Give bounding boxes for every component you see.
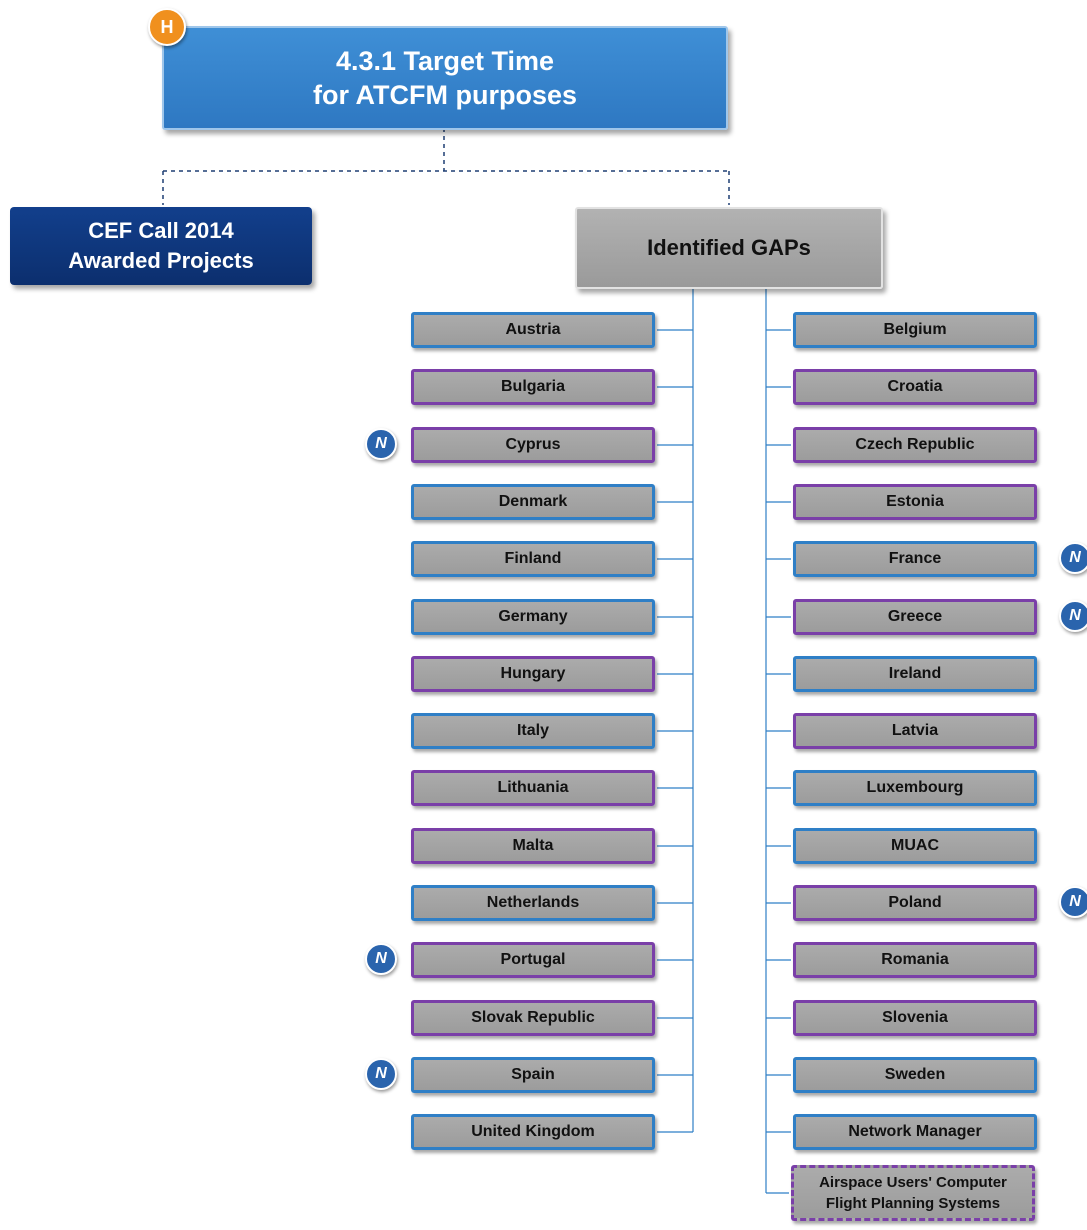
country-node-france[interactable]: France <box>793 541 1037 577</box>
country-label: Germany <box>498 608 568 625</box>
new-badge-icon: N <box>365 1058 397 1090</box>
country-node-united-kingdom[interactable]: United Kingdom <box>411 1114 655 1150</box>
country-label: Portugal <box>500 951 566 968</box>
country-node-latvia[interactable]: Latvia <box>793 713 1037 749</box>
country-node-croatia[interactable]: Croatia <box>793 369 1037 405</box>
country-label: Luxembourg <box>866 779 964 796</box>
country-label: Italy <box>516 722 549 739</box>
country-label: Network Manager <box>848 1123 982 1140</box>
country-node-denmark[interactable]: Denmark <box>411 484 655 520</box>
title-line-1: 4.3.1 Target Time <box>335 46 555 76</box>
page-title-box: 4.3.1 Target Time for ATCFM purposes <box>162 26 728 130</box>
country-node-ireland[interactable]: Ireland <box>793 656 1037 692</box>
cef-line-2: Awarded Projects <box>68 248 254 273</box>
country-node-finland[interactable]: Finland <box>411 541 655 577</box>
country-label: Cyprus <box>505 436 561 453</box>
country-label: Austria <box>505 321 561 338</box>
country-node-slovenia[interactable]: Slovenia <box>793 1000 1037 1036</box>
country-node-lithuania[interactable]: Lithuania <box>411 770 655 806</box>
country-label: Latvia <box>891 722 939 739</box>
country-node-estonia[interactable]: Estonia <box>793 484 1037 520</box>
country-label: Denmark <box>498 493 568 510</box>
country-label: Sweden <box>884 1066 946 1083</box>
country-label: Croatia <box>887 378 943 395</box>
country-node-bulgaria[interactable]: Bulgaria <box>411 369 655 405</box>
country-label: United Kingdom <box>471 1123 595 1140</box>
country-node-hungary[interactable]: Hungary <box>411 656 655 692</box>
new-badge-icon: N <box>1059 542 1087 574</box>
country-node-portugal[interactable]: Portugal <box>411 942 655 978</box>
country-node-slovak-republic[interactable]: Slovak Republic <box>411 1000 655 1036</box>
country-label: Czech Republic <box>855 436 975 453</box>
country-label: MUAC <box>891 837 939 854</box>
country-node-czech-republic[interactable]: Czech Republic <box>793 427 1037 463</box>
country-label: Poland <box>888 894 942 911</box>
country-node-muac[interactable]: MUAC <box>793 828 1037 864</box>
cef-line-1: CEF Call 2014 <box>88 218 234 243</box>
identified-gaps-box[interactable]: Identified GAPs <box>575 207 883 289</box>
country-node-italy[interactable]: Italy <box>411 713 655 749</box>
country-node-network-manager[interactable]: Network Manager <box>793 1114 1037 1150</box>
country-label: Belgium <box>883 321 947 338</box>
gaps-label: Identified GAPs <box>647 235 811 260</box>
country-node-poland[interactable]: Poland <box>793 885 1037 921</box>
country-node-romania[interactable]: Romania <box>793 942 1037 978</box>
country-label: Malta <box>512 837 554 854</box>
cef-projects-box[interactable]: CEF Call 2014 Awarded Projects <box>10 207 312 285</box>
new-badge-icon: N <box>1059 886 1087 918</box>
new-badge-icon: N <box>365 943 397 975</box>
country-node-malta[interactable]: Malta <box>411 828 655 864</box>
country-label: Slovak Republic <box>471 1009 595 1026</box>
country-node-austria[interactable]: Austria <box>411 312 655 348</box>
country-label: Finland <box>504 550 562 567</box>
country-label: Netherlands <box>486 894 580 911</box>
new-badge-icon: N <box>365 428 397 460</box>
title-line-2: for ATCFM purposes <box>313 80 577 110</box>
country-label: Slovenia <box>882 1009 948 1026</box>
country-label: Lithuania <box>497 779 569 796</box>
airspace-users-line-2: Flight Planning Systems <box>825 1195 1001 1212</box>
new-badge-icon: N <box>1059 600 1087 632</box>
highlight-badge-icon: H <box>148 8 186 46</box>
country-node-luxembourg[interactable]: Luxembourg <box>793 770 1037 806</box>
airspace-users-node[interactable]: Airspace Users' Computer Flight Planning… <box>791 1165 1035 1221</box>
country-node-cyprus[interactable]: Cyprus <box>411 427 655 463</box>
country-label: Hungary <box>500 665 566 682</box>
country-label: Bulgaria <box>500 378 565 395</box>
country-label: Ireland <box>888 665 942 682</box>
country-node-belgium[interactable]: Belgium <box>793 312 1037 348</box>
country-label: Romania <box>881 951 949 968</box>
country-label: Estonia <box>886 493 944 510</box>
country-label: Greece <box>887 608 943 625</box>
country-node-spain[interactable]: Spain <box>411 1057 655 1093</box>
country-node-greece[interactable]: Greece <box>793 599 1037 635</box>
country-label: Spain <box>511 1066 555 1083</box>
country-node-sweden[interactable]: Sweden <box>793 1057 1037 1093</box>
country-node-netherlands[interactable]: Netherlands <box>411 885 655 921</box>
airspace-users-line-1: Airspace Users' Computer <box>819 1174 1007 1191</box>
country-label: France <box>888 550 942 567</box>
country-node-germany[interactable]: Germany <box>411 599 655 635</box>
